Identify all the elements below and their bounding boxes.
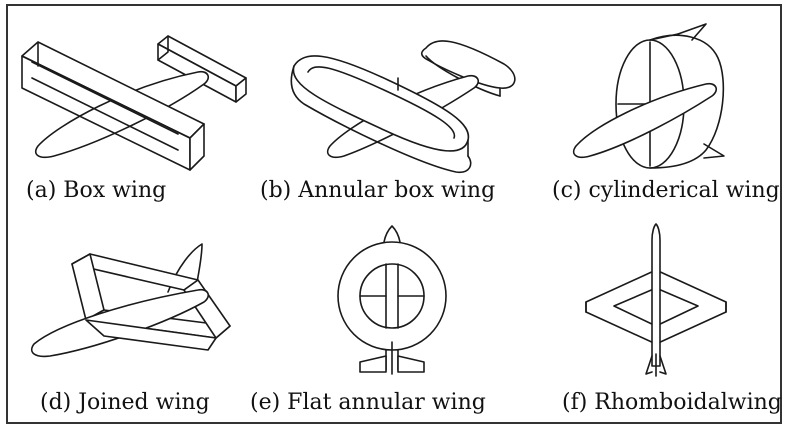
box-wing-illustration	[21, 35, 247, 171]
panel-box-wing: (a) Box wing	[8, 6, 268, 216]
flat-annular-wing-illustration	[337, 225, 447, 375]
caption-box-wing: (a) Box wing	[26, 178, 167, 203]
panel-cylindrical-wing: (c) cylinderical wing	[528, 6, 784, 216]
rhomboidal-wing-illustration	[585, 223, 727, 377]
caption-joined-wing: (d) Joined wing	[40, 390, 210, 415]
joined-wing-illustration	[30, 243, 231, 358]
annular-box-wing-illustration	[290, 40, 516, 174]
panel-joined-wing: (d) Joined wing	[8, 216, 268, 426]
panel-flat-annular-wing: (e) Flat annular wing	[250, 216, 528, 426]
panel-rhomboidal-wing: (f) Rhomboidalwing	[528, 216, 784, 426]
cylindrical-wing-illustration	[572, 23, 725, 169]
caption-annular-box-wing: (b) Annular box wing	[260, 178, 496, 203]
figure-frame: (a) Box wing (b) Annular box wing	[6, 4, 782, 424]
caption-rhomboidal-wing: (f) Rhomboidalwing	[562, 390, 782, 415]
caption-flat-annular-wing: (e) Flat annular wing	[250, 390, 486, 415]
caption-cylindrical-wing: (c) cylinderical wing	[552, 178, 780, 203]
panel-annular-box-wing: (b) Annular box wing	[260, 6, 528, 216]
